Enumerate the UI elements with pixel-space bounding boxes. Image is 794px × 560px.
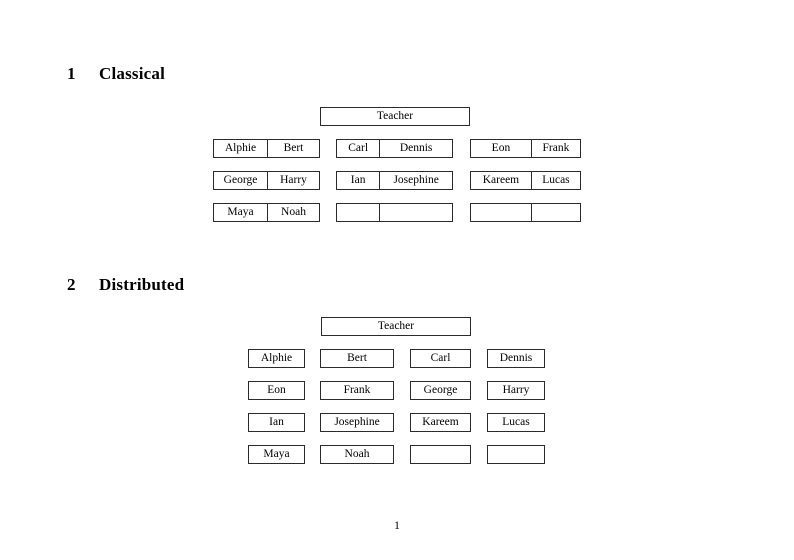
teacher-box-distributed: Teacher: [321, 317, 471, 336]
table-row: Ian Josephine: [336, 171, 453, 190]
section-heading-distributed: 2 Distributed: [67, 275, 184, 295]
section-title: Classical: [99, 64, 166, 83]
table-cell: Kareem: [482, 174, 520, 186]
grid-cell: Alphie: [248, 349, 305, 368]
table-cell: Dennis: [379, 140, 452, 157]
table-row: George Harry: [213, 171, 320, 190]
grid-cell: Ian: [248, 413, 305, 432]
grid-cell: Maya: [248, 445, 305, 464]
table-cell: [379, 204, 452, 221]
page-number: 1: [394, 520, 400, 532]
table-row: [470, 203, 581, 222]
table-row: Maya Noah: [213, 203, 320, 222]
teacher-box-classical: Teacher: [320, 107, 470, 126]
table-cell: [471, 204, 531, 221]
table-cell: [530, 204, 580, 221]
table-cell: Eon: [491, 142, 511, 154]
grid-cell: Harry: [487, 381, 545, 400]
table-cell: Harry: [266, 172, 319, 189]
grid-cell: Noah: [320, 445, 394, 464]
table-row: Carl Dennis: [336, 139, 453, 158]
section-number: 2: [67, 275, 76, 294]
table-cell: Noah: [266, 204, 319, 221]
table-cell: Maya: [227, 206, 254, 218]
table-cell: Bert: [266, 140, 319, 157]
table-row: Alphie Bert: [213, 139, 320, 158]
table-cell: Frank: [530, 140, 580, 157]
grid-cell: Josephine: [320, 413, 394, 432]
table-cell: Ian: [350, 174, 366, 186]
grid-cell: Bert: [320, 349, 394, 368]
table-cell: Lucas: [530, 172, 580, 189]
grid-cell: Dennis: [487, 349, 545, 368]
grid-cell: Eon: [248, 381, 305, 400]
table-row: Kareem Lucas: [470, 171, 581, 190]
grid-cell: [410, 445, 471, 464]
section-title: Distributed: [99, 275, 185, 294]
grid-cell: [487, 445, 545, 464]
table-row: [336, 203, 453, 222]
table-cell: George: [223, 174, 258, 186]
grid-cell: Frank: [320, 381, 394, 400]
grid-cell: Kareem: [410, 413, 471, 432]
table-cell: Josephine: [379, 172, 452, 189]
section-heading-classical: 1 Classical: [67, 64, 165, 84]
table-row: Eon Frank: [470, 139, 581, 158]
grid-cell: Carl: [410, 349, 471, 368]
table-cell: Alphie: [224, 142, 257, 154]
grid-cell: Lucas: [487, 413, 545, 432]
section-number: 1: [67, 64, 76, 83]
table-cell: [337, 204, 379, 221]
table-cell: Carl: [348, 142, 369, 154]
grid-cell: George: [410, 381, 471, 400]
